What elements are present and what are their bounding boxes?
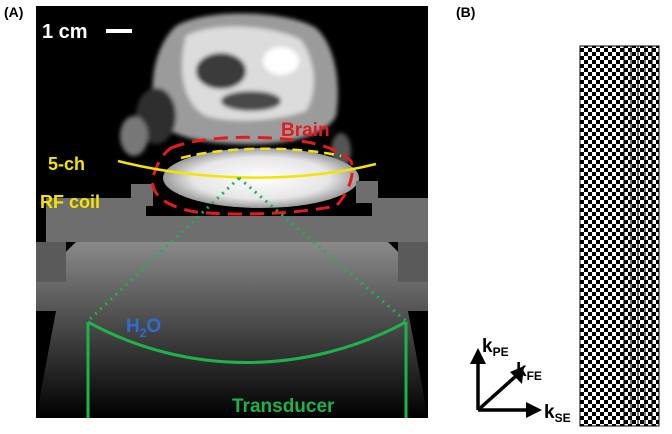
rf-coil-label-line1: 5-ch: [48, 154, 85, 174]
transducer-label: Transducer: [232, 396, 335, 417]
kfe-label: kFE: [516, 360, 542, 383]
mri-image-panel: 1 cm Brain 5-ch RF coil H2O Transducer: [36, 6, 428, 418]
rf-coil-label-line2: RF coil: [40, 192, 100, 212]
rf-coil-curve: [117, 159, 377, 179]
axes: [470, 348, 542, 418]
ultrasound-beam: [86, 176, 407, 323]
kspace-slice: [579, 45, 625, 427]
scale-bar-label: 1 cm: [42, 21, 88, 43]
panel-label-b: (B): [456, 4, 476, 20]
kpe-label: kPE: [482, 336, 509, 359]
acoustic-cone: [36, 242, 428, 418]
kse-label: kSE: [544, 402, 571, 425]
kspace-slices: [579, 45, 660, 427]
panel-label-a: (A): [4, 4, 24, 20]
kspace-diagram: kPE kFE kSE: [470, 45, 660, 427]
brain-outline: [151, 135, 354, 216]
tissue-region: [120, 13, 351, 169]
water-label: H2O: [126, 316, 161, 340]
rf-coil-dashed: [180, 147, 342, 160]
scale-bar: [106, 29, 132, 33]
brain-label: Brain: [281, 120, 330, 141]
holder-structure: [46, 181, 428, 242]
transducer-shape: [86, 320, 408, 418]
